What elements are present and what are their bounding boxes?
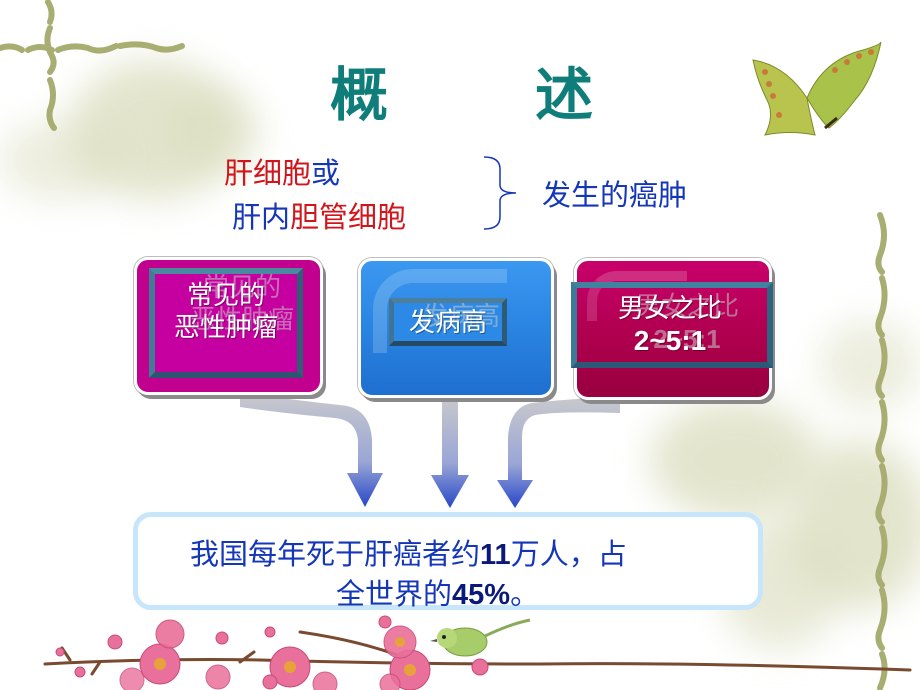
butterfly-icon (752, 41, 882, 136)
title-char-1: 概 (330, 61, 389, 129)
background-wash (820, 320, 920, 410)
text-liver-cell: 肝细胞 (224, 156, 312, 190)
flow-arrows (240, 393, 620, 508)
definition-result: 发生的癌肿 (542, 178, 688, 212)
vine-cross-icon (0, 0, 185, 131)
background-wash (0, 120, 120, 200)
box-label-high-incidence: 发病高 (408, 308, 487, 338)
page-title: 概 述 (330, 48, 630, 129)
bird-icon (430, 618, 531, 657)
ghost-text: 发病高 (421, 302, 500, 332)
bevel-frame (149, 268, 303, 378)
summary-line-1: 我国每年死于肝癌者约11万人，占 (190, 537, 627, 571)
right-brace-icon (483, 156, 517, 230)
gloss-highlight (373, 269, 507, 353)
gloss-highlight (587, 271, 687, 321)
summary-line-2: 全世界的45%。 (336, 577, 540, 611)
summary-panel: 我国每年死于肝癌者约11万人，占 全世界的45%。 (133, 512, 763, 611)
vine-vertical-icon (875, 212, 888, 690)
info-box-high-incidence: 发病高 发病高 (358, 258, 554, 398)
plum-blossom-branch-icon (43, 615, 912, 690)
text-or: 或 (311, 156, 341, 190)
text-bile-duct-cell: 胆管细胞 (290, 200, 407, 234)
text-intrahepatic: 肝内 (232, 200, 291, 234)
bevel-frame (571, 282, 773, 368)
background-wash (170, 90, 260, 170)
ghost-text: 常见的恶性肿瘤 (189, 273, 294, 335)
definition-line-2: 肝内胆管细胞 (232, 194, 406, 236)
info-box-common-tumor: 常见的恶性肿瘤 常见的恶性肿瘤 (134, 257, 323, 395)
box-label-common-tumor: 常见的恶性肿瘤 (173, 281, 278, 343)
title-char-2: 述 (535, 61, 594, 129)
background-wash (650, 400, 820, 520)
bevel-frame (389, 298, 507, 346)
definition-line-1: 肝细胞或 (224, 150, 340, 192)
